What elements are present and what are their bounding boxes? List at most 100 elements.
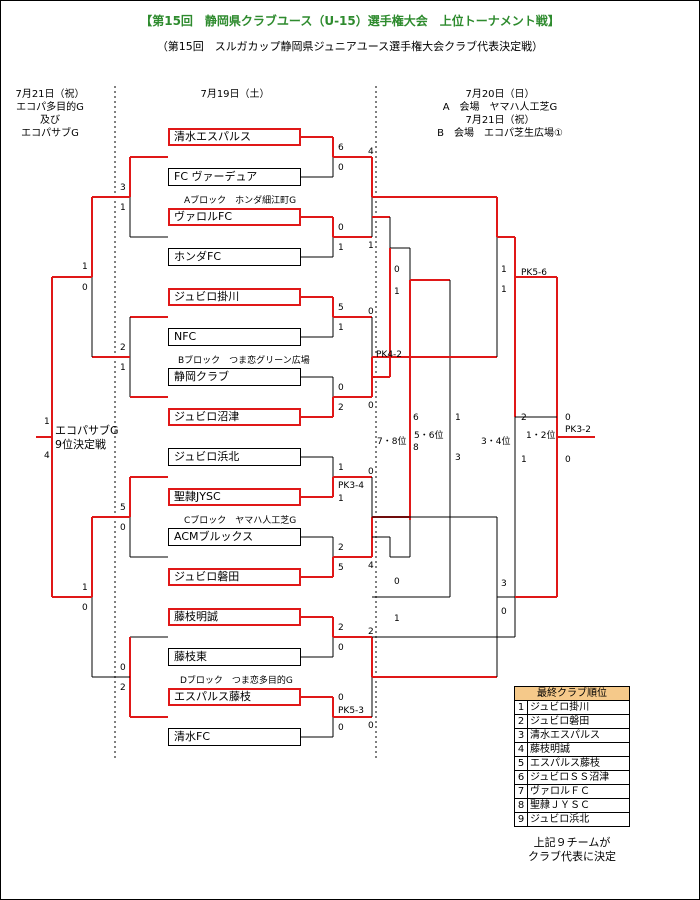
match-score: 0 (565, 455, 571, 465)
team-box: 清水FC (168, 728, 301, 746)
team-box: 清水エスパルス (168, 128, 301, 146)
team-box: 静岡クラブ (168, 368, 301, 386)
ranking-number: 6 (514, 770, 528, 785)
place-3-4: 3・4位 (481, 437, 511, 447)
block-label-c: Cブロック ヤマハ人工芝G (184, 516, 297, 526)
match-score: 1 (120, 203, 126, 213)
match-score: 0 (501, 607, 507, 617)
match-score: 1 (501, 285, 507, 295)
match-score: 0 (338, 693, 344, 703)
center-date-header: 7月19日（土） (200, 89, 270, 100)
team-box: ジュビロ磐田 (168, 568, 301, 586)
left-venue-and: 及び (40, 115, 60, 126)
match-score: 1 (82, 262, 88, 272)
ranking-team: 聖隷ＪＹＳＣ (527, 798, 630, 813)
ranking-team: ヴァロルＦＣ (527, 784, 630, 799)
match-score: 0 (394, 577, 400, 587)
match-score: 0 (565, 413, 571, 423)
right-venue-b: B 会場 エコパ芝生広場① (437, 128, 563, 139)
right-date-header: 7月20日（日） A 会場 ヤマハ人工芝G 7月21日（祝） B 会場 エコパ芝… (400, 88, 600, 140)
place-1-2: 1・2位 (526, 431, 556, 441)
left-venue-1: エコパ多目的G (16, 102, 84, 113)
match-score: 0 (368, 721, 374, 731)
right-venue-a: A 会場 ヤマハ人工芝G (442, 102, 558, 113)
team-box: ジュビロ浜北 (168, 448, 301, 466)
block-label-b: Bブロック つま恋グリーン広場 (178, 356, 310, 366)
team-box: FC ヴァーデュア (168, 168, 301, 186)
match-score: 1 (455, 413, 461, 423)
match-score: 2 (120, 343, 126, 353)
team-box: 聖隷JYSC (168, 488, 301, 506)
ranking-note-line-1: 上記９チームが (533, 836, 611, 849)
match-score: 5 (338, 303, 344, 313)
match-score: 4 (368, 147, 374, 157)
match-score: 1 (120, 363, 126, 373)
ranking-number: 9 (514, 812, 528, 827)
match-score: 0 (338, 643, 344, 653)
match-score: 1 (501, 265, 507, 275)
left-date-header: 7月21日（祝） エコパ多目的G 及び エコパサブG (0, 88, 100, 140)
ranking-team: 藤枝明誠 (527, 742, 630, 757)
bracket-connectors (36, 136, 595, 738)
match-score: 2 (338, 543, 344, 553)
match-score: 2 (521, 413, 527, 423)
match-score: 0 (368, 307, 374, 317)
match-score: 1 (44, 417, 50, 427)
match-score: 6 (338, 143, 344, 153)
match-score: 8 (413, 443, 419, 453)
match-score: 0 (338, 723, 344, 733)
ninth-title: 9位決定戦 (55, 438, 106, 451)
match-score: 0 (368, 401, 374, 411)
match-score: 5 (338, 563, 344, 573)
match-score: 0 (120, 523, 126, 533)
match-score: 0 (338, 383, 344, 393)
team-box: ホンダFC (168, 248, 301, 266)
match-score: 3 (501, 579, 507, 589)
ranking-note: 上記９チームが クラブ代表に決定 (508, 836, 636, 864)
ranking-team: エスパルス藤枝 (527, 756, 630, 771)
team-box: エスパルス藤枝 (168, 688, 301, 706)
left-venue-2: エコパサブG (21, 128, 79, 139)
page-subtitle: （第15回 スルガカップ静岡県ジュニアユース選手権大会クラブ代表決定戦） (156, 40, 544, 53)
block-label-a: Aブロック ホンダ細江町G (184, 196, 297, 206)
match-score: 0 (82, 603, 88, 613)
match-score: 0 (368, 467, 374, 477)
match-score: 5 (120, 503, 126, 513)
match-score: 0 (82, 283, 88, 293)
match-score: 4 (44, 451, 50, 461)
match-score: 1 (394, 287, 400, 297)
match-score: 3 (455, 453, 461, 463)
ninth-venue: エコパサブG (55, 424, 119, 437)
ranking-number: 8 (514, 798, 528, 813)
match-score: 2 (338, 403, 344, 413)
ranking-number: 1 (514, 700, 528, 715)
ranking-number: 3 (514, 728, 528, 743)
match-score: 1 (338, 463, 344, 473)
ranking-note-line-2: クラブ代表に決定 (528, 850, 616, 863)
pk-label-b: PK4-2 (376, 350, 403, 360)
team-box: ヴァロルFC (168, 208, 301, 226)
match-score: 0 (338, 163, 344, 173)
match-score: 0 (338, 223, 344, 233)
ranking-number: 5 (514, 756, 528, 771)
pk-label-d: PK5-3 (338, 706, 365, 716)
place-5-6: 5・6位 (414, 431, 444, 441)
team-box: 藤枝東 (168, 648, 301, 666)
ranking-number: 2 (514, 714, 528, 729)
match-score: 1 (338, 494, 344, 504)
team-box: ジュビロ沼津 (168, 408, 301, 426)
match-score: 4 (368, 561, 374, 571)
right-date-1: 7月20日（日） (465, 89, 535, 100)
team-box: NFC (168, 328, 301, 346)
place-7-8: 7・8位 (377, 437, 407, 447)
